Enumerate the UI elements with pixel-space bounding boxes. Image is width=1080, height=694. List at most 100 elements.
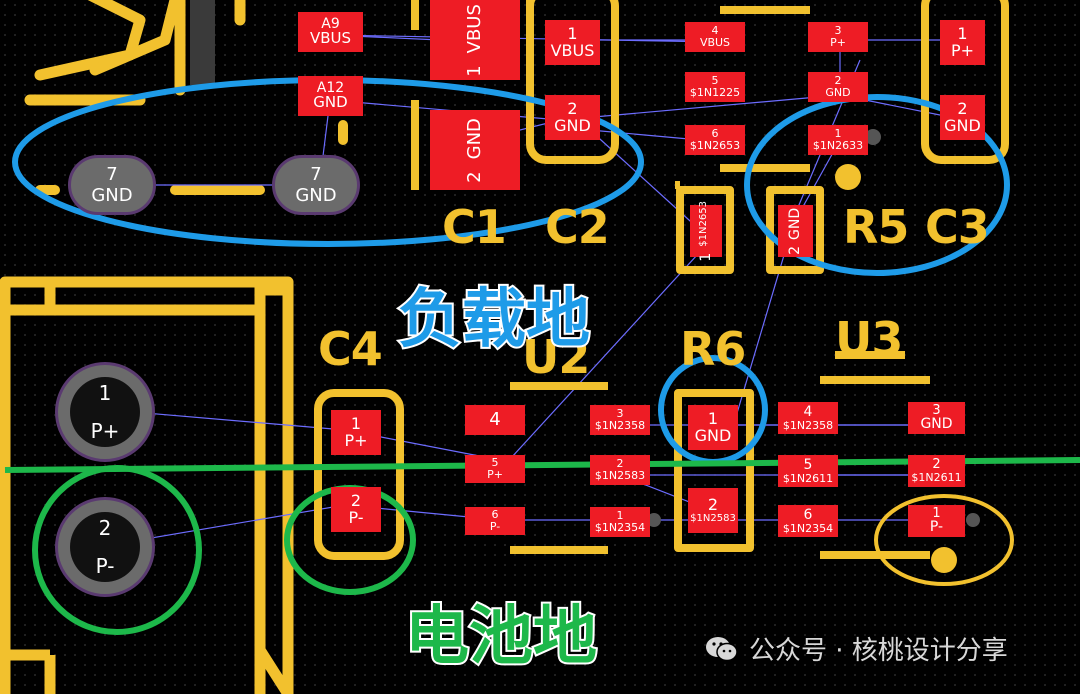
pad-number: 2 <box>834 74 842 88</box>
pad-number: 1 <box>697 252 714 262</box>
pad-net: $1N2354 <box>782 521 834 535</box>
battery-ground-label: 电池地 <box>403 598 599 676</box>
pad-number: 1 <box>350 413 362 433</box>
designator-c2: C2 <box>545 200 610 254</box>
pad-number: 1 <box>932 505 941 521</box>
pad-u3-6[interactable]: 6 $1N2354 <box>778 505 838 537</box>
pad-number: 2 <box>350 490 362 510</box>
pad-r6-2[interactable]: 2 $1N2583 <box>688 488 738 533</box>
designator-c3: C3 <box>925 200 990 254</box>
pad-u2-2[interactable]: 2 $1N2583 <box>590 455 650 485</box>
pad-u3-5[interactable]: 5 $1N2611 <box>778 455 838 487</box>
pad-net: GND <box>463 117 485 159</box>
pad-r5-1[interactable]: 1 $1N2653 <box>690 201 722 261</box>
pad-net: $1N1225 <box>689 86 741 99</box>
pad-net: VBUS <box>309 29 352 48</box>
pad-number: 7 <box>310 164 322 185</box>
pad-u1-2[interactable]: 2 GND <box>808 72 868 102</box>
pad-u3-4[interactable]: 4 $1N2358 <box>778 402 838 434</box>
pad-number: 1 <box>98 381 112 405</box>
pad-c4-1[interactable]: 1 P+ <box>331 410 381 455</box>
pad-number: 1 <box>567 23 578 43</box>
pad-u2-5[interactable]: 5 P+ <box>465 455 525 483</box>
pad-number: 5 <box>711 74 719 88</box>
pad-usb-shield-7b[interactable]: 7 GND <box>272 155 360 215</box>
pad-u2-1[interactable]: 1 $1N2354 <box>590 507 650 537</box>
pad-net: P- <box>95 554 115 578</box>
pad-r5-2[interactable]: 2 GND <box>778 205 813 257</box>
pad-net: GND <box>554 115 591 135</box>
pad-number: A9 <box>321 15 340 32</box>
pad-number: 4 <box>489 408 501 430</box>
pad-c3-1[interactable]: 1 P+ <box>940 20 985 65</box>
usb-connector-outline <box>24 0 246 106</box>
pad-net: P+ <box>830 36 846 49</box>
pad-c1-1[interactable]: 1 VBUS <box>430 0 520 80</box>
pad-c2-1[interactable]: 1 VBUS <box>545 20 600 65</box>
pad-number: 3 <box>932 402 941 418</box>
pad-u1-3[interactable]: 3 P+ <box>808 22 868 52</box>
pad-net: GND <box>825 86 851 99</box>
pad-net: GND <box>91 185 133 206</box>
pad-number: 3 <box>616 407 624 421</box>
pad-u2-4[interactable]: 4 <box>465 405 525 435</box>
designator-c4: C4 <box>318 322 383 376</box>
pad-number: 2 <box>707 494 719 514</box>
pad-net: GND <box>295 185 337 206</box>
pad-u1-5[interactable]: 5 $1N1225 <box>685 72 745 102</box>
pad-net: $1N2611 <box>911 471 962 485</box>
pad-u1-6[interactable]: 6 $1N2653 <box>685 125 745 155</box>
component-outlines <box>314 0 1009 560</box>
load-ground-ellipse-right <box>744 94 1010 276</box>
battery-ground-circle-connector <box>32 465 202 635</box>
pad-number: 2 <box>787 245 804 255</box>
designator-u3: U3 <box>835 312 903 366</box>
pad-net: $1N2354 <box>594 521 646 534</box>
pad-number: 6 <box>803 506 813 523</box>
pad-net: P+ <box>344 430 368 450</box>
pad-net: $1N2583 <box>690 512 736 524</box>
pad-u1-1[interactable]: 1 $1N2633 <box>808 125 868 155</box>
pad-number: 1 <box>957 23 968 43</box>
pad-net: P- <box>929 519 944 536</box>
pad-u1-4[interactable]: 4 VBUS <box>685 22 745 52</box>
pad-usb-shield-7a[interactable]: 7 GND <box>68 155 156 215</box>
pad-r6-1[interactable]: 1 GND <box>688 405 738 450</box>
pad-number: 2 <box>567 98 578 118</box>
pad-number: 4 <box>711 24 719 38</box>
pad-u3-3[interactable]: 3 GND <box>908 402 965 434</box>
pad-c1-2[interactable]: 2 GND <box>430 110 520 190</box>
pad-number: 1 <box>616 509 624 523</box>
pad-c4-2[interactable]: 2 P- <box>331 487 381 532</box>
designator-r6: R6 <box>680 322 746 376</box>
pad-battery-1[interactable]: 1 P+ <box>55 362 155 462</box>
pad-a12[interactable]: A12 GND <box>298 76 363 116</box>
pad-net: VBUS <box>463 3 485 53</box>
designator-u2: U2 <box>522 330 590 374</box>
pad-net: $1N2653 <box>697 200 709 247</box>
pad-number: 3 <box>834 24 842 38</box>
pad-net: VBUS <box>699 36 731 49</box>
pad-a9[interactable]: A9 VBUS <box>298 12 363 52</box>
pad-battery-2[interactable]: 2 P- <box>55 497 155 597</box>
pad-u3-1[interactable]: 1 P- <box>908 505 965 537</box>
pad-net: GND <box>944 115 981 135</box>
pad-number: 7 <box>106 164 118 185</box>
battery-ground-ellipse-u3 <box>874 494 1014 586</box>
watermark-text: 公众号 · 核桃设计分享 <box>749 636 1008 666</box>
pad-number: 6 <box>711 127 719 141</box>
pad-number: 1 <box>707 408 719 428</box>
pad-u3-2[interactable]: 2 $1N2611 <box>908 455 965 487</box>
pad-c2-2[interactable]: 2 GND <box>545 95 600 140</box>
pad-net: $1N2653 <box>689 139 741 152</box>
pad-c3-2[interactable]: 2 GND <box>940 95 985 140</box>
battery-connector-outline <box>0 276 294 694</box>
pad-number: 2 <box>932 457 941 473</box>
pad-net: P+ <box>90 419 120 443</box>
pad-u2-6[interactable]: 6 P- <box>465 507 525 535</box>
pad-u2-3[interactable]: 3 $1N2358 <box>590 405 650 435</box>
pad-number: 5 <box>491 456 499 470</box>
pad-net: $1N2633 <box>812 139 864 152</box>
pad-net: $1N2358 <box>782 418 834 432</box>
